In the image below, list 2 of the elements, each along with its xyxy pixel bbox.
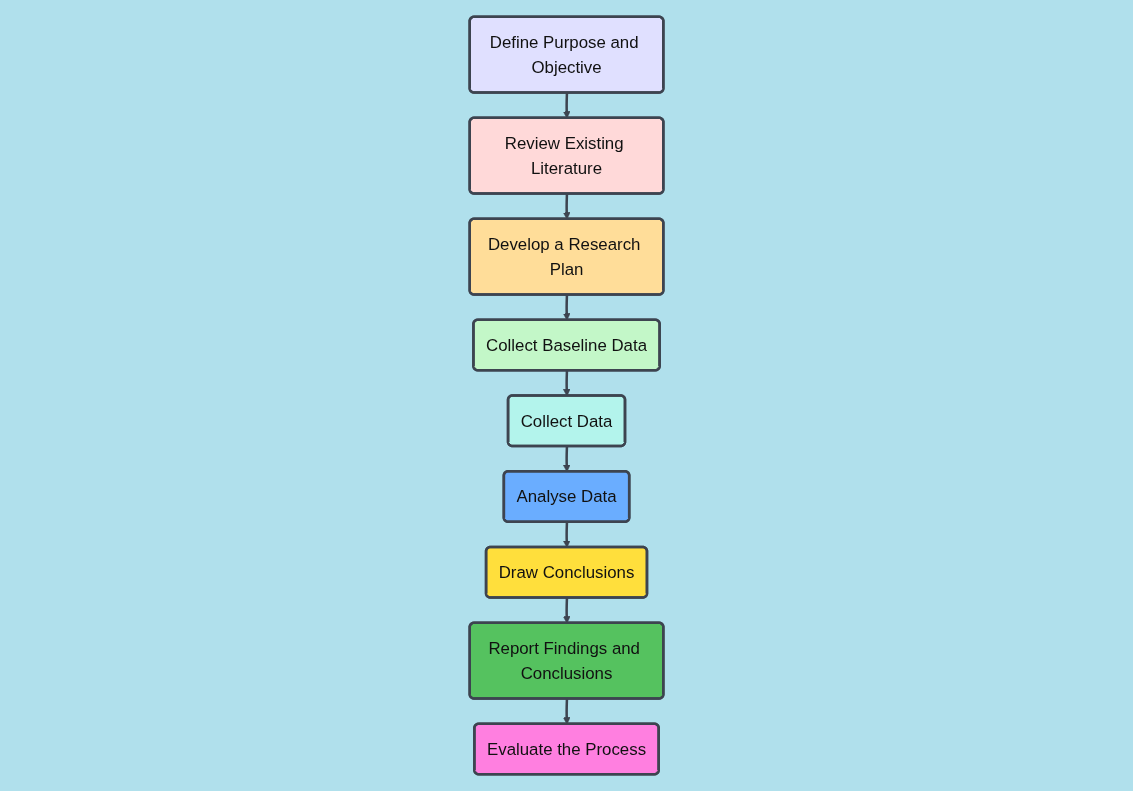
arrow	[563, 522, 571, 548]
arrow	[563, 446, 571, 472]
